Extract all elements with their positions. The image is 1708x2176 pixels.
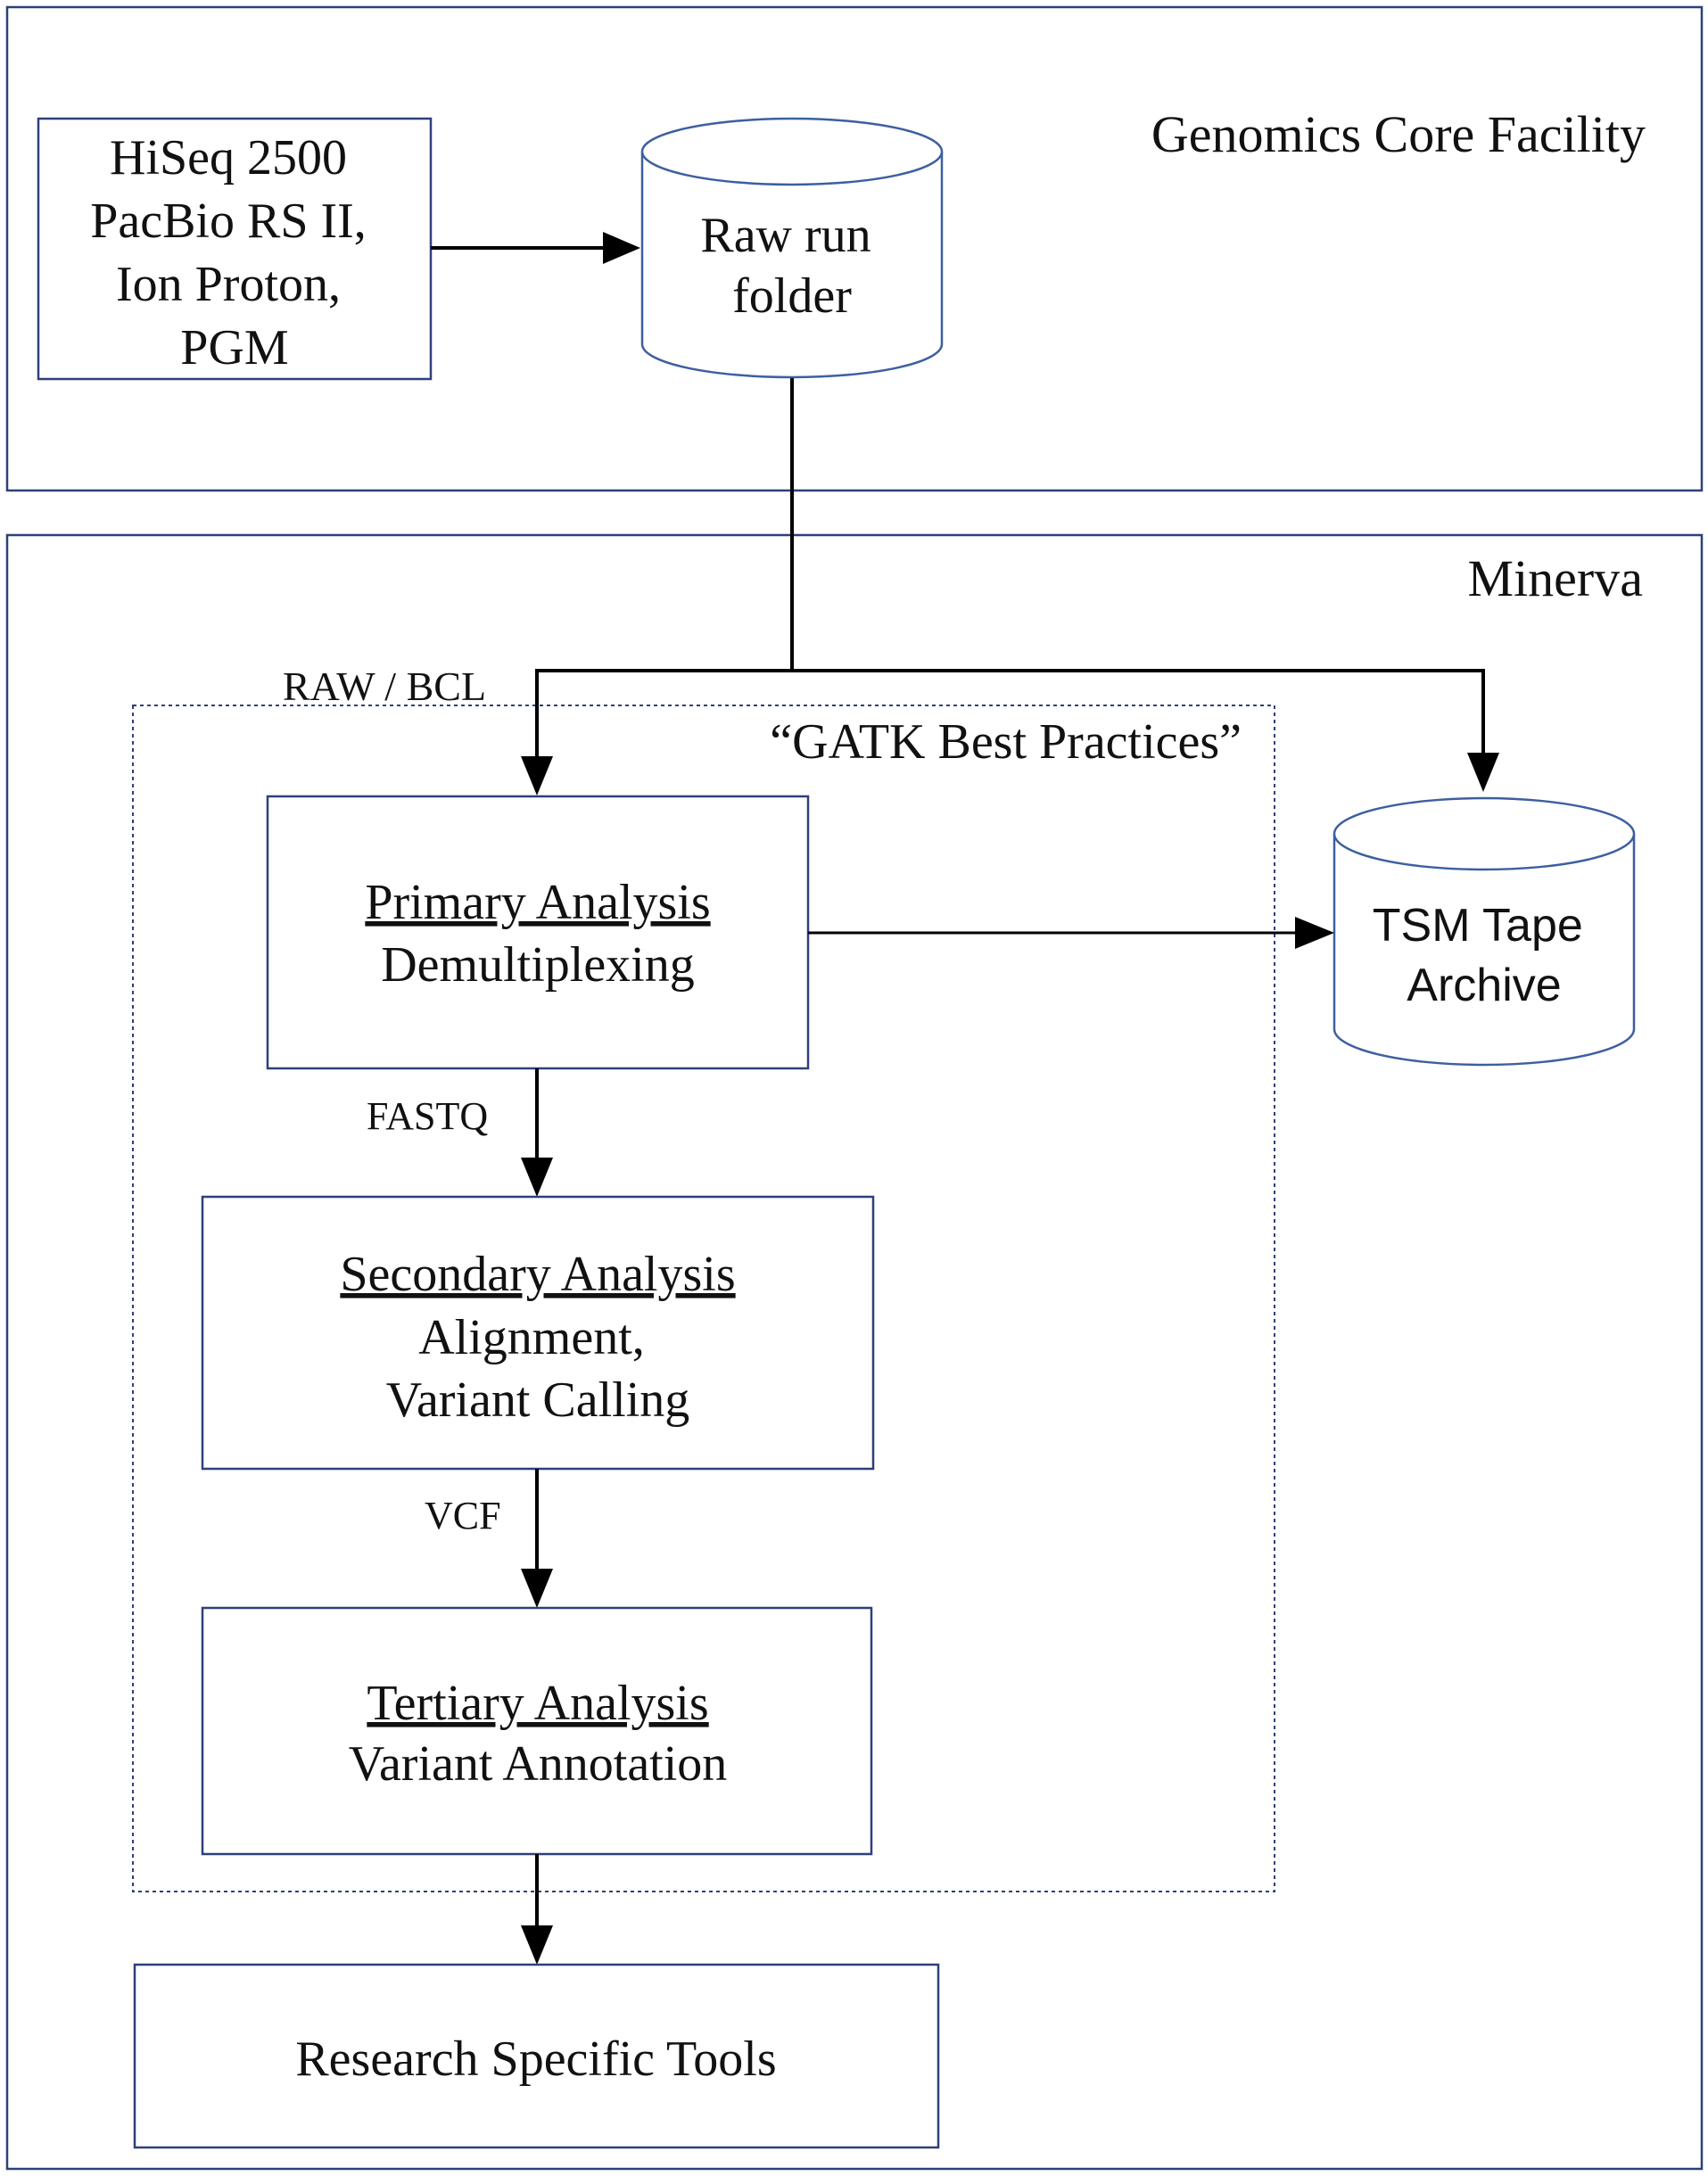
primary-analysis-detail: Demultiplexing	[381, 937, 695, 993]
raw-run-folder-cylinder-icon	[640, 117, 944, 379]
minerva-zone	[5, 533, 1704, 2171]
gatk-label: “GATK Best Practices”	[770, 714, 1242, 770]
instruments-box	[37, 117, 433, 381]
arrowhead-icon	[521, 1158, 553, 1197]
arrowhead-icon	[521, 1925, 553, 1965]
tertiary-analysis-box	[201, 1606, 873, 1856]
instruments-label: HiSeq 2500 PacBio RS II, Ion Proton, PGM	[90, 130, 379, 375]
research-tools-box	[133, 1963, 940, 2149]
tertiary-analysis-title: Tertiary Analysis	[367, 1676, 708, 1731]
raw-bcl-label: RAW / BCL	[283, 664, 486, 709]
connector-split	[535, 669, 1485, 758]
tape-archive-label: TSM Tape Archive	[1373, 900, 1596, 1011]
secondary-analysis-box	[201, 1195, 875, 1471]
secondary-analysis-title: Secondary Analysis	[340, 1247, 735, 1302]
core-facility-zone	[5, 5, 1704, 492]
arrowhead-icon	[1295, 917, 1334, 949]
arrowhead-icon	[521, 756, 553, 795]
fastq-label: FASTQ	[367, 1094, 488, 1138]
arrowhead-icon	[521, 1569, 553, 1608]
core-facility-label: Genomics Core Facility	[1151, 105, 1646, 163]
primary-analysis-title: Primary Analysis	[365, 875, 710, 930]
secondary-analysis-detail: Alignment, Variant Calling	[386, 1310, 690, 1428]
arrowhead-icon	[603, 232, 640, 264]
research-tools-label: Research Specific Tools	[295, 2032, 776, 2087]
arrowhead-icon	[1467, 753, 1499, 792]
tape-archive-cylinder-icon	[1333, 796, 1636, 1067]
vcf-label: VCF	[425, 1494, 501, 1537]
tertiary-analysis-detail: Variant Annotation	[349, 1736, 728, 1792]
primary-analysis-box	[266, 795, 810, 1070]
gatk-zone	[132, 705, 1275, 1892]
raw-run-folder-label: Raw run folder	[700, 208, 883, 324]
minerva-label: Minerva	[1468, 549, 1644, 607]
